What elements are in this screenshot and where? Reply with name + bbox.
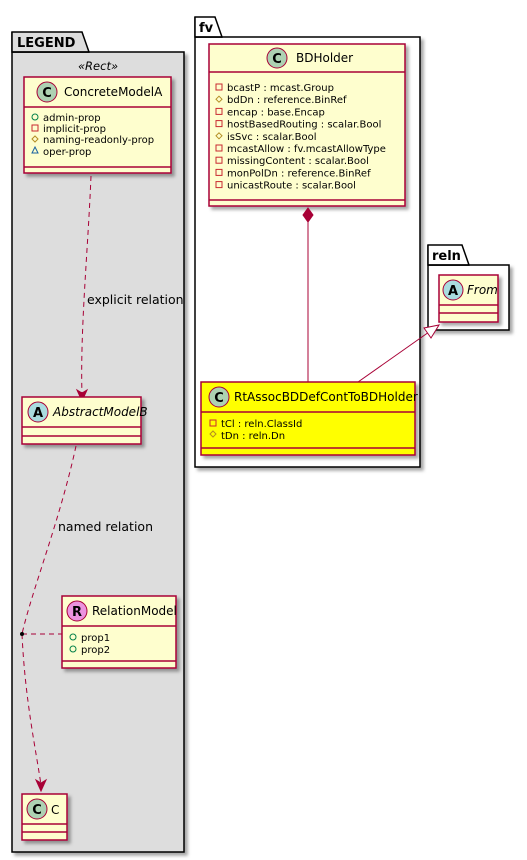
class-c-icon: C xyxy=(26,798,48,820)
bdholder-attribute: mcastAllow : fv.mcastAllowType xyxy=(227,144,386,155)
abstract-a-icon: A xyxy=(27,401,49,423)
protected-icon xyxy=(209,430,217,438)
legend-stereotype: «Rect» xyxy=(78,59,118,73)
attr-naming-readonly-prop: naming-readonly-prop xyxy=(43,135,154,146)
bdholder-attribute: hostBasedRouting : scalar.Bool xyxy=(227,120,381,131)
abstract-a-icon: A xyxy=(442,279,464,301)
class-concrete-model-a[interactable]: C ConcreteModelA admin-prop implicit-pro… xyxy=(23,76,172,174)
protected-icon xyxy=(31,135,39,143)
private-icon xyxy=(215,156,223,164)
svg-text:C: C xyxy=(42,86,52,101)
svg-text:R: R xyxy=(72,605,82,620)
legend-package-label: LEGEND xyxy=(17,36,76,51)
protected-icon xyxy=(215,95,223,103)
explicit-relation-label: explicit relation xyxy=(87,292,184,307)
private-icon xyxy=(215,144,223,152)
named-relation-label: named relation xyxy=(58,519,153,534)
svg-text:A: A xyxy=(33,406,43,421)
rtassoc-name: RtAssocBDDefContToBDHolder xyxy=(234,390,418,404)
private-icon xyxy=(31,124,39,132)
class-c[interactable]: C C xyxy=(21,793,68,841)
private-icon xyxy=(215,181,223,189)
edge-composition xyxy=(302,207,314,382)
svg-text:C: C xyxy=(32,803,42,818)
bdholder-attribute: isSvc : scalar.Bool xyxy=(227,132,316,143)
private-icon xyxy=(209,419,217,427)
package-icon xyxy=(31,145,39,154)
class-c-icon: C xyxy=(266,47,288,69)
relation-model-name: RelationModel xyxy=(92,604,177,618)
class-relation-model[interactable]: R RelationModel prop1 prop2 xyxy=(61,595,177,669)
attr-implicit-prop: implicit-prop xyxy=(43,124,106,135)
attr-admin-prop: admin-prop xyxy=(43,113,101,124)
class-c-name: C xyxy=(51,803,59,817)
svg-text:A: A xyxy=(448,284,458,299)
reln-package-label: reln xyxy=(432,249,461,264)
attr-tdn: tDn : reln.Dn xyxy=(221,431,285,442)
class-from[interactable]: A From xyxy=(438,274,499,323)
attr-tcl: tCl : reln.ClassId xyxy=(221,419,302,430)
edge-named-relation: named relation xyxy=(20,445,153,793)
bdholder-name: BDHolder xyxy=(296,51,353,65)
bdholder-attribute: encap : base.Encap xyxy=(227,107,325,118)
concrete-model-a-name: ConcreteModelA xyxy=(64,85,163,99)
public-icon xyxy=(69,645,77,653)
svg-text:C: C xyxy=(272,52,282,67)
attr-prop2: prop2 xyxy=(81,645,110,656)
class-c-icon: C xyxy=(36,81,58,103)
protected-icon xyxy=(215,132,223,140)
svg-text:C: C xyxy=(214,391,224,406)
public-icon xyxy=(69,633,77,641)
bdholder-attribute: monPolDn : reference.BinRef xyxy=(227,168,371,179)
composition-diamond-icon xyxy=(302,207,314,223)
private-icon xyxy=(215,168,223,176)
attr-prop1: prop1 xyxy=(81,633,110,644)
bdholder-attribute: bdDn : reference.BinRef xyxy=(227,95,347,106)
bdholder-attribute: missingContent : scalar.Bool xyxy=(227,156,369,167)
class-rtassoc-bddefcont-to-bdholder[interactable]: C RtAssocBDDefContToBDHolder tCl : reln.… xyxy=(200,381,418,456)
fv-package-label: fv xyxy=(199,21,214,36)
inheritance-triangle-icon xyxy=(423,324,441,339)
edge-explicit-relation: explicit relation xyxy=(75,175,184,403)
edge-inheritance xyxy=(357,324,441,383)
class-abstract-model-b[interactable]: A AbstractModelB xyxy=(21,396,148,445)
relation-r-icon: R xyxy=(66,600,88,622)
attr-oper-prop: oper-prop xyxy=(43,147,91,158)
private-icon xyxy=(215,120,223,128)
class-c-icon: C xyxy=(208,386,230,408)
from-name: From xyxy=(467,283,498,297)
abstract-model-b-name: AbstractModelB xyxy=(52,405,148,419)
bdholder-attribute: bcastP : mcast.Group xyxy=(227,83,334,94)
public-icon xyxy=(31,113,39,121)
private-icon xyxy=(215,107,223,115)
private-icon xyxy=(215,83,223,91)
bdholder-attribute: unicastRoute : scalar.Bool xyxy=(227,181,356,192)
